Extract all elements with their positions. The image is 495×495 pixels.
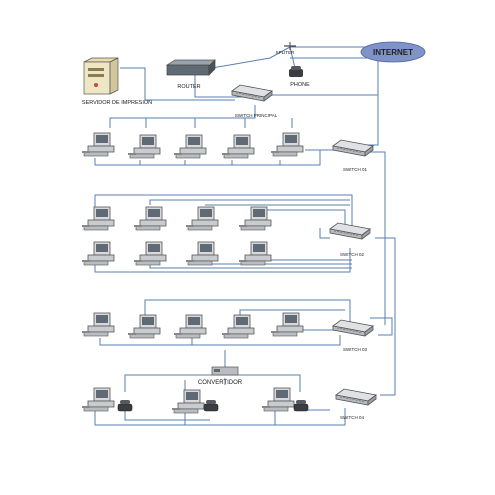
workstation[interactable] (127, 134, 161, 159)
switch-03[interactable]: SWITCH 03 (332, 319, 374, 352)
internet-cloud[interactable]: INTERNET (360, 41, 426, 63)
workstation[interactable] (81, 312, 115, 337)
workstation[interactable] (173, 314, 207, 339)
workstation[interactable] (261, 387, 295, 412)
workstation[interactable] (81, 241, 115, 266)
switch-04[interactable]: SWITCH 04 (335, 388, 377, 420)
group-switch-02: SWITCH 02 (81, 206, 371, 266)
splitter-label: SPLITER (276, 50, 296, 55)
group-switch-03: SWITCH 03 (81, 312, 374, 352)
workstation[interactable] (270, 132, 304, 157)
phone-label: PHONE (290, 82, 310, 88)
switch-01-label: SWITCH 01 (343, 167, 368, 172)
switch-principal[interactable]: SWITCH PRINCIPAL (231, 84, 278, 118)
workstation[interactable] (238, 241, 272, 266)
workstation[interactable] (185, 206, 219, 231)
switch-03-label: SWITCH 03 (343, 347, 368, 352)
desk-phone-icon[interactable] (293, 399, 309, 412)
router-label: ROUTER (177, 84, 200, 90)
switch-02-label: SWITCH 02 (340, 252, 365, 257)
workstation[interactable] (81, 206, 115, 231)
workstation[interactable] (127, 314, 161, 339)
workstation[interactable] (133, 241, 167, 266)
phone-icon[interactable]: PHONE (289, 66, 310, 88)
print-server-label: SERVIDOR DE IMPRESION (82, 100, 152, 106)
group-switch-01: SWITCH 01 (81, 132, 374, 172)
workstation[interactable] (173, 134, 207, 159)
switch-principal-label: SWITCH PRINCIPAL (235, 113, 278, 118)
workstation[interactable] (221, 134, 255, 159)
desk-phone-icon[interactable] (117, 399, 133, 412)
print-server-icon[interactable]: SERVIDOR DE IMPRESION (82, 57, 152, 106)
workstation[interactable] (133, 206, 167, 231)
group-switch-04: SWITCH 04 (81, 387, 377, 420)
workstation[interactable] (81, 387, 115, 412)
workstation[interactable] (270, 312, 304, 337)
workstation[interactable] (221, 314, 255, 339)
switch-04-label: SWITCH 04 (340, 415, 365, 420)
converter-label: CONVERTIDOR (198, 380, 243, 386)
switch-01[interactable]: SWITCH 01 (332, 139, 374, 172)
desk-phone-icon[interactable] (203, 399, 219, 412)
splitter[interactable]: SPLITER (276, 42, 296, 55)
workstation[interactable] (81, 132, 115, 157)
workstation[interactable] (171, 389, 205, 414)
router-icon[interactable]: ROUTER (165, 59, 216, 90)
internet-label: INTERNET (373, 48, 413, 57)
workstation[interactable] (185, 241, 219, 266)
workstation[interactable] (238, 206, 272, 231)
converter-icon[interactable]: CONVERTIDOR (198, 366, 243, 386)
switch-02[interactable]: SWITCH 02 (329, 222, 371, 257)
